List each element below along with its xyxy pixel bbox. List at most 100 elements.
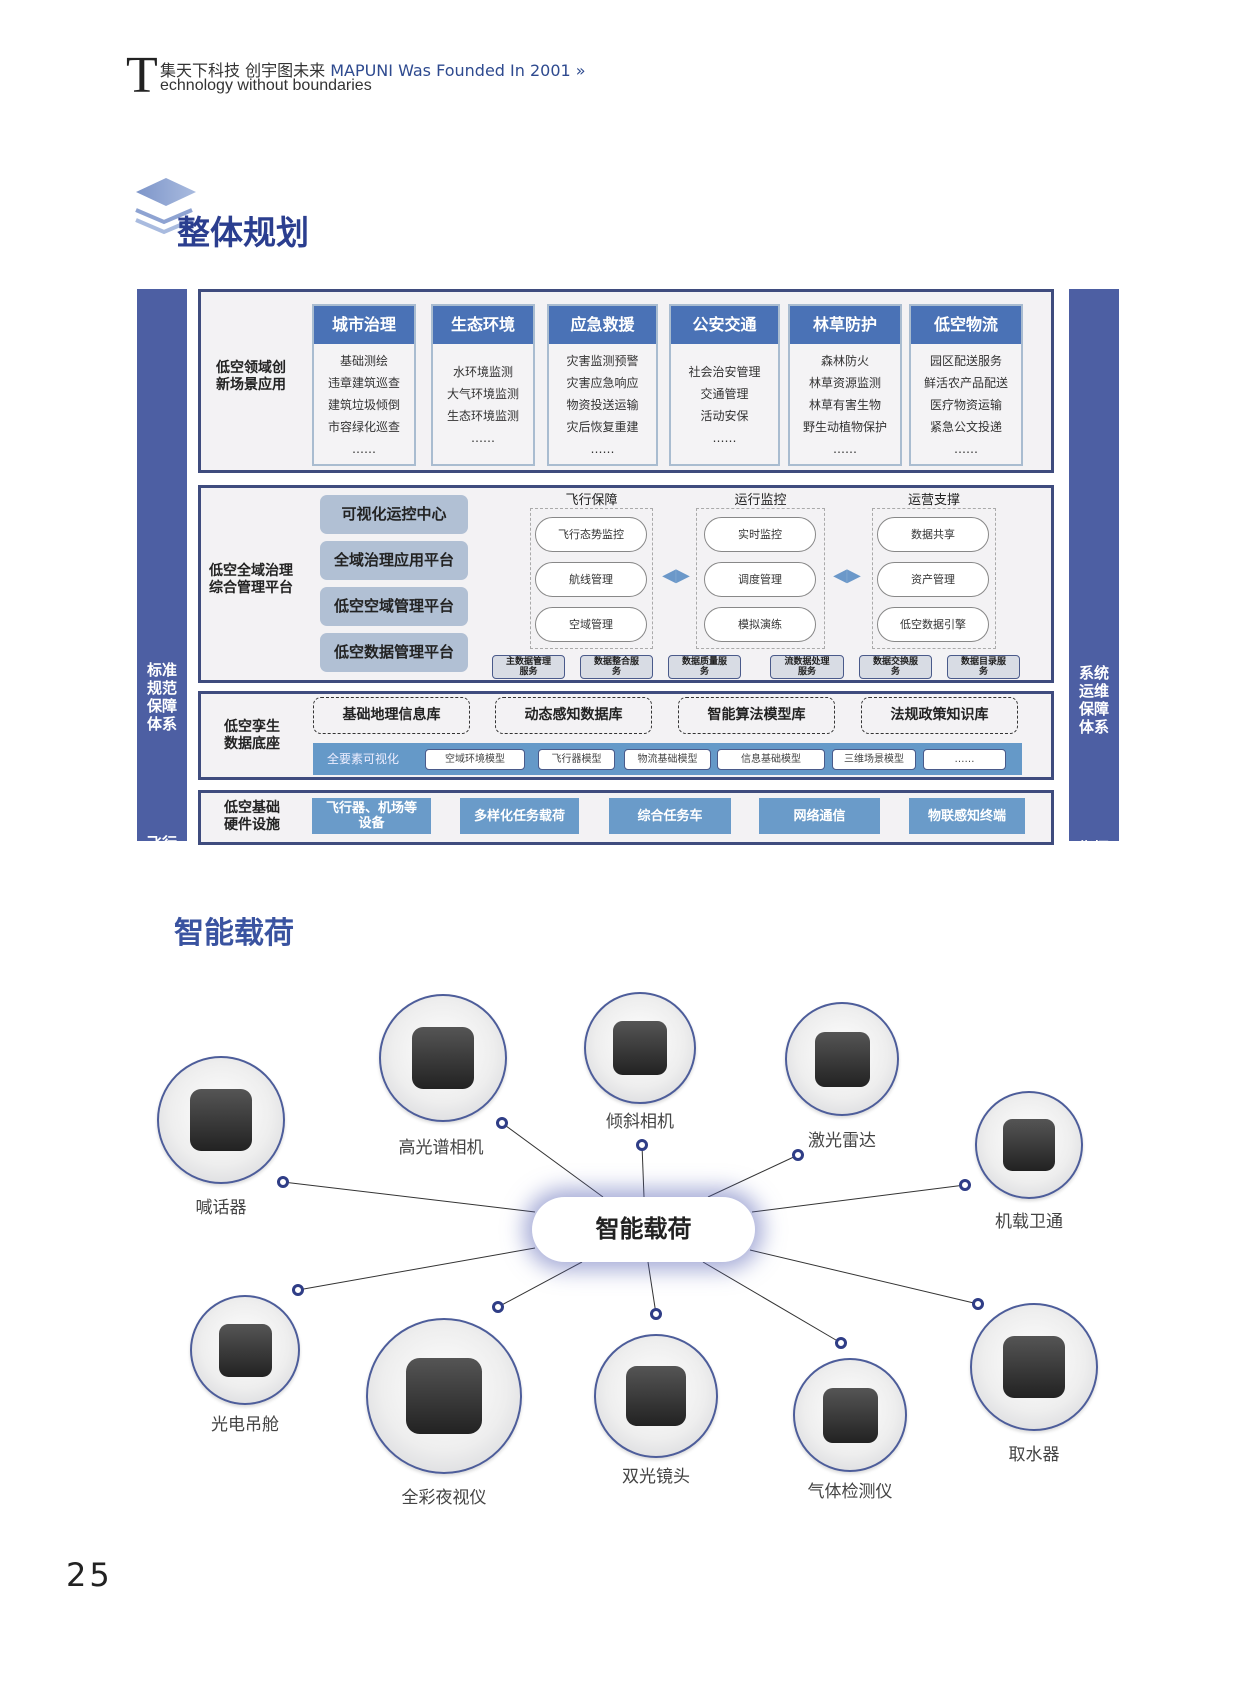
connector-line xyxy=(297,1247,536,1291)
section-title-overall-plan: 整体规划 xyxy=(177,213,309,252)
model-box: 三维场景模型 xyxy=(832,749,916,770)
product-device-icon xyxy=(1003,1336,1065,1398)
connector-line xyxy=(497,1261,583,1308)
connector-dot xyxy=(636,1139,648,1151)
hardware-block: 多样化任务载荷 xyxy=(460,798,579,834)
scenario-item: 园区配送服务 xyxy=(929,354,1002,368)
model-box: 飞行器模型 xyxy=(538,749,615,770)
scenario-column-items: 社会治安管理交通管理活动安保…… xyxy=(671,344,778,449)
scenario-item: 林草有害生物 xyxy=(808,398,881,412)
function-pill: 航线管理 xyxy=(535,562,647,597)
group-dashed-frame xyxy=(872,508,996,649)
connector-dot xyxy=(792,1149,804,1161)
section-title-payloads: 智能载荷 xyxy=(174,916,294,951)
scenario-column-items: 水环境监测大气环境监测生态环境监测…… xyxy=(433,344,533,449)
function-pill: 低空数据引擎 xyxy=(877,607,989,642)
function-pill: 资产管理 xyxy=(877,562,989,597)
scenario-item: 社会治安管理 xyxy=(688,365,761,379)
connector-dot xyxy=(835,1337,847,1349)
header-tagline-cn: 集天下科技 创宇图未来 xyxy=(160,61,331,80)
scenario-item: 违章建筑巡查 xyxy=(327,376,400,390)
platform-governance-apps: 全域治理应用平台 xyxy=(320,541,468,580)
hardware-block: 飞行器、机场等 设备 xyxy=(312,798,431,834)
product-image xyxy=(157,1056,285,1184)
scenario-column-title: 低空物流 xyxy=(911,306,1021,344)
right-bar-item: 指挥 中心 xyxy=(1078,839,1109,875)
layer2-label: 低空全域治理 综合管理平台 xyxy=(209,563,293,596)
left-bar-item: 数据 规范 xyxy=(146,903,177,939)
scenario-item: 物资投送运输 xyxy=(566,398,639,412)
header-tagline: 集天下科技 创宇图未来 MAPUNI Was Founded In 2001 » xyxy=(160,57,586,81)
data-service-box: 数据交换服 务 xyxy=(859,655,932,679)
scenario-item: 灾后恢复重建 xyxy=(566,420,639,434)
product-device-icon xyxy=(412,1027,474,1089)
product-image xyxy=(594,1334,718,1458)
connector-line xyxy=(641,1144,645,1198)
scenario-column: 应急救援灾害监测预警灾害应急响应物资投送运输灾后恢复重建…… xyxy=(547,304,658,466)
product-image xyxy=(793,1358,907,1472)
platform-visual-ops-center: 可视化运控中心 xyxy=(320,495,468,534)
scenario-column-title: 公安交通 xyxy=(671,306,778,344)
bidirectional-arrow-icon: ◀▶ xyxy=(662,565,690,586)
scenario-column: 公安交通社会治安管理交通管理活动安保…… xyxy=(669,304,780,466)
connector-line xyxy=(751,1184,966,1213)
scenario-item: 医疗物资运输 xyxy=(929,398,1002,412)
scenario-item: 基础测绘 xyxy=(339,354,388,368)
product-device-icon xyxy=(218,1323,272,1377)
layers-icon xyxy=(135,178,196,235)
scenario-item: 野生动植物保护 xyxy=(802,420,887,434)
right-bar-item: 运营 坐席 xyxy=(1078,909,1109,945)
scenario-item: 森林防火 xyxy=(820,354,869,368)
scenario-item: 交通管理 xyxy=(700,387,749,401)
scenario-column-title: 生态环境 xyxy=(433,306,533,344)
scenario-item: 灾害监测预警 xyxy=(566,354,639,368)
scenario-item: 建筑垃圾倾倒 xyxy=(327,398,400,412)
scenario-item: 生态环境监测 xyxy=(446,409,519,423)
header-tagline-en: MAPUNI Was Founded In 2001 xyxy=(330,61,571,80)
model-box: …… xyxy=(923,749,1006,770)
scenario-item: 市容绿化巡查 xyxy=(327,420,400,434)
hardware-block: 物联感知终端 xyxy=(909,798,1025,834)
group-title: 运行监控 xyxy=(734,493,787,508)
connector-dot xyxy=(292,1284,304,1296)
scenario-item: 林草资源监测 xyxy=(808,376,881,390)
group-title: 飞行保障 xyxy=(565,493,618,508)
right-operations-bar: 系统 运维 保障 体系 指挥 中心 运营 坐席 配电 保障 通信 保障 xyxy=(1069,289,1119,1085)
data-service-box: 数据整合服 务 xyxy=(580,655,653,679)
connector-dot xyxy=(277,1176,289,1188)
product-device-icon xyxy=(406,1358,482,1434)
header-subtitle: echnology without boundaries xyxy=(160,77,372,94)
product-label: 机载卫通 xyxy=(995,1212,1063,1232)
scenario-column: 林草防护森林防火林草资源监测林草有害生物野生动植物保护…… xyxy=(788,304,902,466)
double-chevron-icon: » xyxy=(570,61,586,80)
left-bar-title: 标准 规范 保障 体系 xyxy=(146,661,177,733)
product-image xyxy=(379,994,507,1122)
function-pill: 空域管理 xyxy=(535,607,647,642)
function-pill: 模拟演练 xyxy=(704,607,816,642)
product-label: 气体检测仪 xyxy=(807,1482,893,1502)
function-pill: 实时监控 xyxy=(704,517,816,552)
connector-dot xyxy=(492,1301,504,1313)
scenario-item: …… xyxy=(590,442,615,456)
center-node-smart-payloads: 智能载荷 xyxy=(532,1197,755,1262)
connector-line xyxy=(707,1154,799,1198)
right-bar-item: 配电 保障 xyxy=(1078,978,1109,1014)
scenario-item: 鲜活农产品配送 xyxy=(923,376,1008,390)
hardware-block: 网络通信 xyxy=(759,798,880,834)
product-image xyxy=(190,1295,300,1405)
scenario-item: 大气环境监测 xyxy=(446,387,519,401)
scenario-column-items: 园区配送服务鲜活农产品配送医疗物资运输紧急公文投递…… xyxy=(911,344,1021,460)
hardware-block: 综合任务车 xyxy=(609,798,731,834)
data-service-box: 数据质量服 务 xyxy=(668,655,741,679)
left-standards-bar: 标准 规范 保障 体系 飞行 规范 数据 规范 通信 规范 运营 规范 xyxy=(137,289,187,1079)
product-image xyxy=(785,1002,899,1116)
function-pill: 数据共享 xyxy=(877,517,989,552)
scenario-column-items: 灾害监测预警灾害应急响应物资投送运输灾后恢复重建…… xyxy=(549,344,656,460)
data-service-box: 数据目录服 务 xyxy=(947,655,1020,679)
right-bar-title: 系统 运维 保障 体系 xyxy=(1078,664,1109,736)
scenario-column-items: 森林防火林草资源监测林草有害生物野生动植物保护…… xyxy=(790,344,900,460)
connector-line xyxy=(749,1249,979,1305)
product-label: 激光雷达 xyxy=(808,1131,876,1151)
left-bar-item: 运营 规范 xyxy=(146,1043,177,1079)
scenario-item: …… xyxy=(954,442,978,456)
